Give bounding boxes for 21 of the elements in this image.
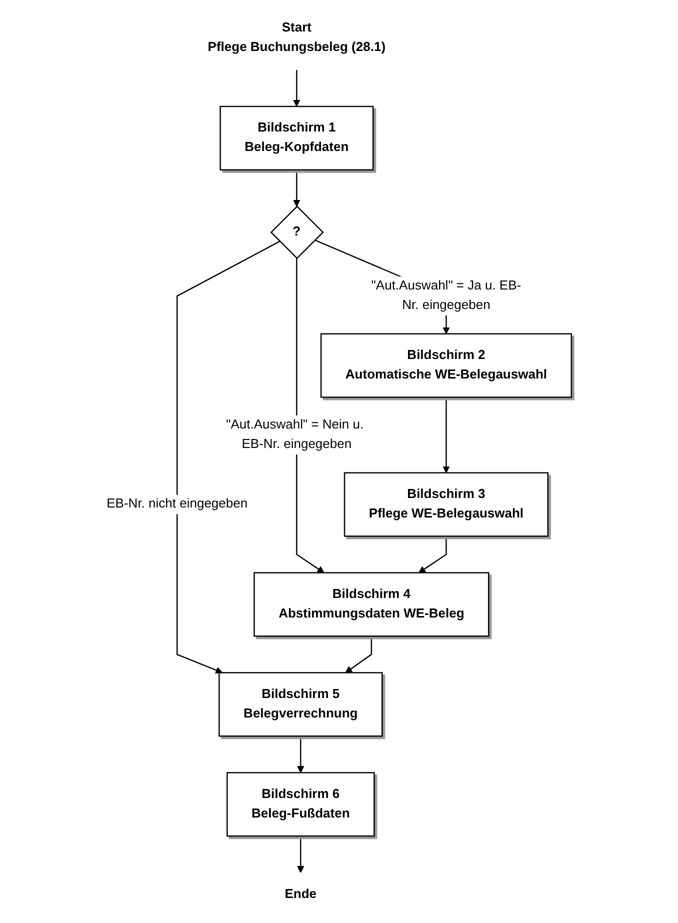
arrow bbox=[345, 636, 372, 674]
arrow bbox=[176, 240, 280, 674]
arrow bbox=[297, 836, 304, 873]
node-box: Bildschirm 6 Beleg-Fußdaten bbox=[226, 772, 375, 837]
node-box: Bildschirm 5 Belegverrechnung bbox=[218, 672, 383, 737]
arrow bbox=[442, 397, 450, 474]
arrow bbox=[297, 736, 304, 773]
arrow bbox=[293, 170, 300, 207]
arrow bbox=[418, 536, 447, 574]
edge-label: EB-Nr. nicht eingegeben bbox=[106, 497, 248, 511]
node-diamond: ? bbox=[270, 206, 324, 260]
edge-label: "Aut.Auswahl" = Nein u. EB-Nr. eingegeben bbox=[226, 418, 364, 452]
node-box: Bildschirm 4 Abstimmungsdaten WE-Beleg bbox=[254, 572, 490, 637]
node-text: Start Pflege Buchungsbeleg (28.1) bbox=[208, 21, 386, 54]
arrow bbox=[293, 70, 300, 107]
node-text: Ende bbox=[284, 887, 317, 902]
edge-label: "Aut.Auswahl" = Ja u. EB-Nr. eingegeben bbox=[371, 278, 522, 312]
node-box: Bildschirm 3 Pflege WE-Belegauswahl bbox=[344, 472, 548, 537]
arrow bbox=[296, 258, 324, 574]
node-box: Bildschirm 1 Beleg-Kopfdaten bbox=[220, 106, 374, 170]
node-box: Bildschirm 2 Automatische WE-Belegauswahl bbox=[320, 333, 572, 398]
